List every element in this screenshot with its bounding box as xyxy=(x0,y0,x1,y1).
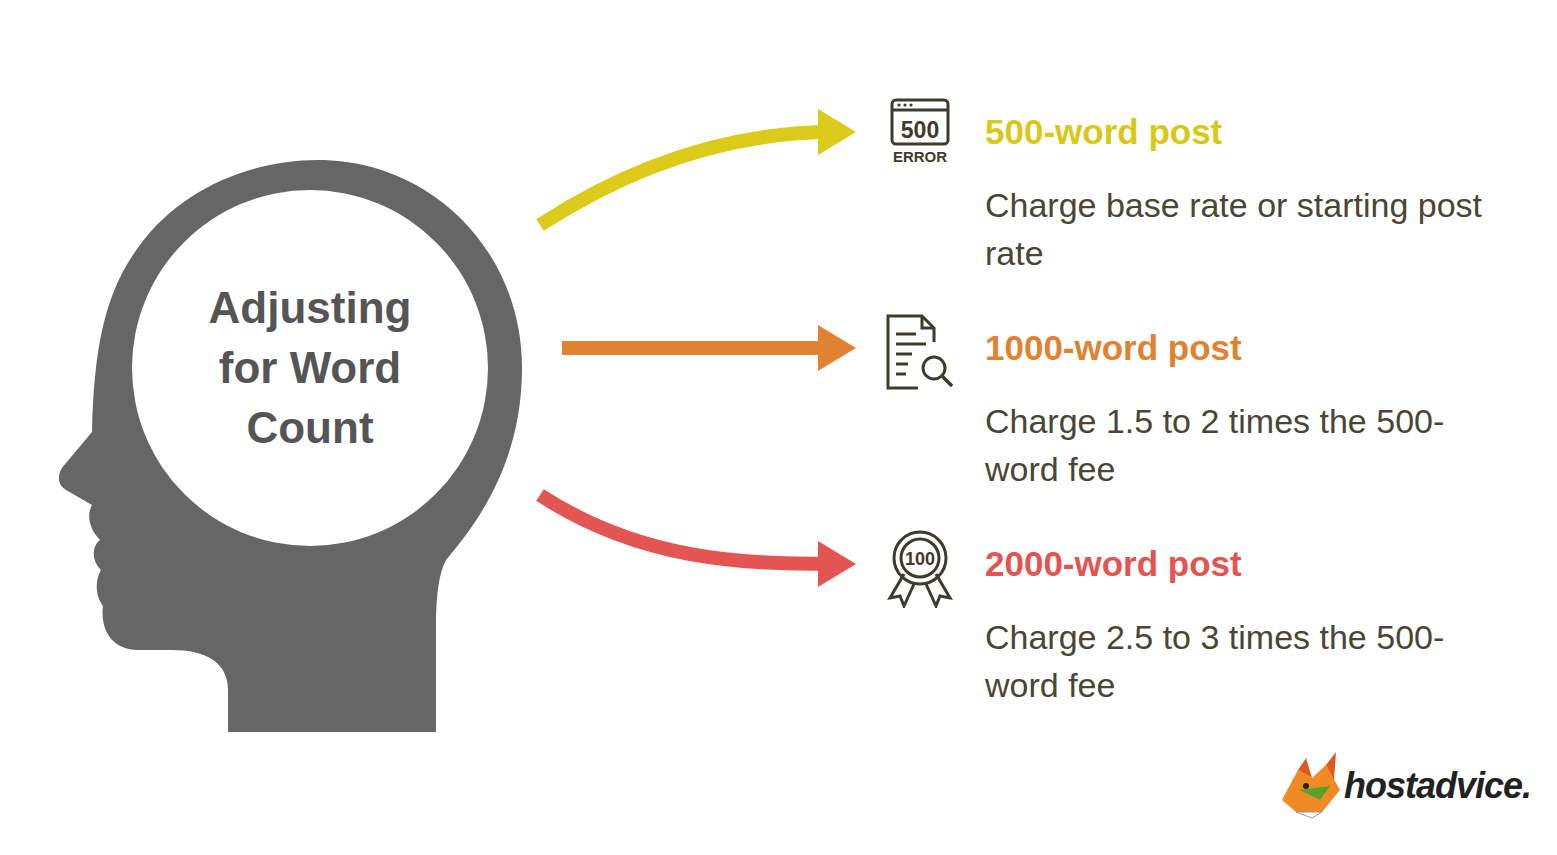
browser-icon: 500ERROR xyxy=(882,96,958,176)
arrow-connector xyxy=(562,325,856,371)
word-count-item: 100 2000-word postCharge 2.5 to 3 times t… xyxy=(882,540,1485,709)
window-frame xyxy=(892,100,948,144)
title-circle: Adjusting for Word Count xyxy=(132,190,488,546)
item-description: Charge 1.5 to 2 times the 500-word fee xyxy=(985,397,1485,493)
doc-line xyxy=(896,343,926,346)
badge-inner xyxy=(901,539,939,577)
arrow-shaft xyxy=(540,495,834,564)
magnifier xyxy=(923,357,945,379)
head-silhouette xyxy=(59,160,522,732)
ribbon-right xyxy=(926,574,950,606)
arrow-head xyxy=(818,109,856,155)
item-heading: 1000-word post xyxy=(985,324,1485,372)
arrow-shaft xyxy=(540,132,834,225)
doc-line xyxy=(896,353,912,356)
arrow-connector xyxy=(540,495,856,587)
item-text-column: 2000-word postCharge 2.5 to 3 times the … xyxy=(985,540,1485,709)
window-dot xyxy=(909,103,912,106)
arrow-head xyxy=(818,325,856,371)
ribbon-left xyxy=(890,574,914,606)
item-description: Charge base rate or starting post rate xyxy=(985,181,1485,277)
window-dot xyxy=(903,103,906,106)
doc-fold xyxy=(922,316,934,328)
doc-icon xyxy=(882,312,958,392)
doc-line xyxy=(896,333,916,336)
arrow-connector xyxy=(540,109,856,225)
item-heading: 2000-word post xyxy=(985,540,1485,588)
item-heading: 500-word post xyxy=(985,108,1485,156)
item-text-column: 500-word postCharge base rate or startin… xyxy=(985,108,1485,277)
fox-logo xyxy=(1282,752,1340,818)
window-dot xyxy=(897,103,900,106)
item-text-column: 1000-word postCharge 1.5 to 2 times the … xyxy=(985,324,1485,493)
window-bar xyxy=(892,109,948,112)
badge-outer xyxy=(894,532,946,584)
title-text: Adjusting for Word Count xyxy=(180,278,440,458)
arrow-shaft xyxy=(562,341,834,355)
badge-icon: 100 xyxy=(882,528,958,608)
item-description: Charge 2.5 to 3 times the 500-word fee xyxy=(985,613,1485,709)
watermark: hostadvice. xyxy=(1344,765,1531,807)
word-count-item: 500ERROR 500-word postCharge base rate or… xyxy=(882,108,1485,277)
icon-number: 500 xyxy=(901,117,939,143)
doc-line xyxy=(896,363,908,366)
word-count-item: 1000-word postCharge 1.5 to 2 times the … xyxy=(882,324,1485,493)
arrow-head xyxy=(818,541,856,587)
icon-number: 100 xyxy=(905,549,935,569)
doc-line xyxy=(896,373,906,376)
icon-word: ERROR xyxy=(893,148,947,165)
magnifier-handle xyxy=(942,376,952,386)
